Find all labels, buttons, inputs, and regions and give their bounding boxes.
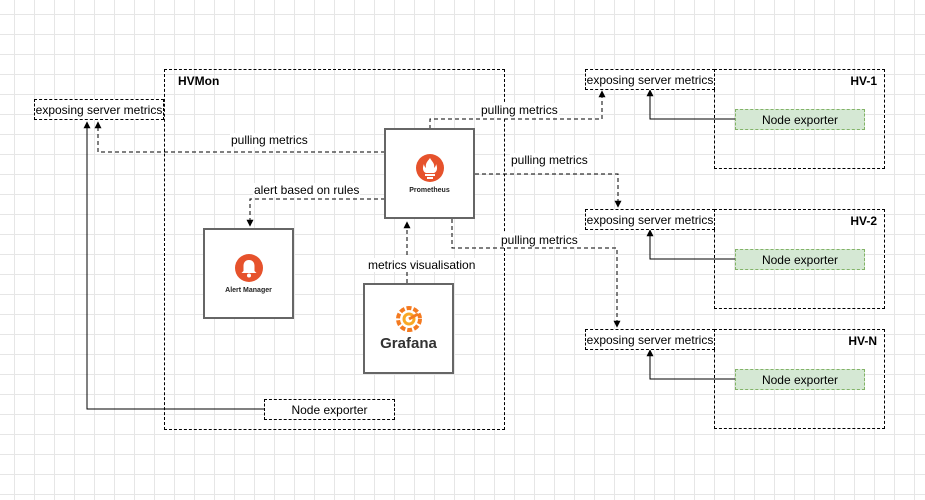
hv1-exposing-metrics: exposing server metrics (585, 69, 715, 90)
visualisation-label: metrics visualisation (367, 258, 477, 272)
hv2-container: HV-2 (714, 209, 885, 309)
left-exposing-metrics: exposing server metrics (34, 99, 164, 120)
pull-hv2-wire (475, 173, 622, 208)
hv1-container: HV-1 (714, 69, 885, 169)
hvmon-container: HVMon (164, 69, 505, 430)
pull-hv1-wire (429, 90, 606, 129)
pull-hvn-wire (451, 219, 621, 328)
local-node-wire (83, 121, 264, 410)
prometheus-flame-icon (415, 154, 444, 182)
grafana-node: Grafana (363, 283, 454, 374)
alert-manager-node: Alert Manager (203, 228, 294, 319)
alert-wire (246, 198, 385, 227)
alert-rules-label: alert based on rules (253, 183, 361, 197)
hv2-node-wire (646, 229, 735, 260)
hv1-node-exporter: Node exporter (735, 109, 865, 130)
grafana-swirl-icon (395, 306, 422, 332)
prometheus-node: Prometheus (384, 128, 475, 219)
hvmon-title: HVMon (178, 74, 220, 88)
pulling-hv2-label: pulling metrics (510, 153, 589, 167)
hvn-container: HV-N (714, 329, 885, 429)
pulling-left-label: pulling metrics (230, 133, 309, 147)
hvn-exposing-metrics: exposing server metrics (585, 329, 715, 350)
grafana-caption: Grafana (380, 335, 437, 352)
alert-manager-caption: Alert Manager (225, 287, 272, 294)
hvn-node-exporter: Node exporter (735, 369, 865, 390)
pulling-hv1-label: pulling metrics (480, 103, 559, 117)
hv2-exposing-metrics: exposing server metrics (585, 209, 715, 230)
hvn-title: HV-N (848, 334, 877, 348)
bell-icon (234, 254, 263, 282)
hv2-node-exporter: Node exporter (735, 249, 865, 270)
hv2-title: HV-2 (850, 214, 877, 228)
hv1-node-wire (646, 89, 735, 120)
local-node-exporter: Node exporter (264, 399, 395, 420)
pulling-hvn-label: pulling metrics (500, 233, 579, 247)
hv1-title: HV-1 (850, 74, 877, 88)
hvn-node-wire (646, 349, 735, 380)
pull-left-wire (94, 121, 385, 153)
prometheus-caption: Prometheus (409, 187, 450, 194)
